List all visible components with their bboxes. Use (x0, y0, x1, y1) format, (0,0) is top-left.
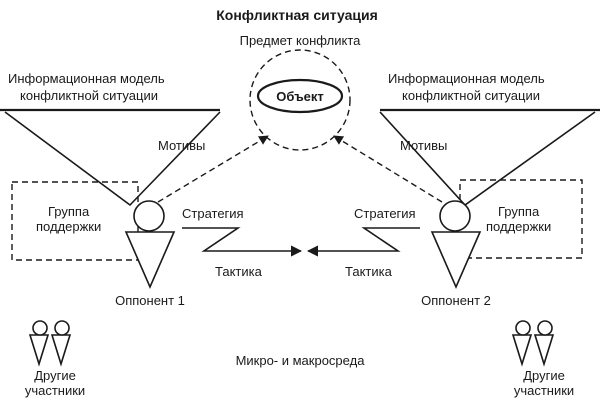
other-participants-left-line1: Другие (34, 368, 76, 383)
info-model-right-line1: Информационная модель (388, 71, 545, 86)
info-model-right-wedge (379, 111, 596, 207)
support-group-right-line2: поддержки (486, 219, 551, 234)
support-group-right-line1: Группа (498, 204, 540, 219)
info-model-left-line2: конфликтной ситуации (20, 88, 158, 103)
tactics-right-label: Тактика (345, 264, 393, 279)
other-participants-left-icon (28, 320, 72, 367)
object-label: Объект (276, 89, 324, 104)
environment-label: Микро- и макросреда (236, 353, 366, 368)
motives-right-label: Мотивы (400, 138, 447, 153)
opponent-1-body (124, 231, 176, 290)
support-group-left-line2: поддержки (36, 219, 101, 234)
opponent-2-label: Оппонент 2 (421, 293, 491, 308)
opponent-2-body (430, 231, 482, 290)
motives-left-arrow (157, 135, 269, 203)
motives-right-arrow (333, 135, 443, 203)
info-model-right-line2: конфликтной ситуации (402, 88, 540, 103)
conflict-subject-label: Предмет конфликта (240, 33, 362, 48)
opponent-1-head (133, 200, 165, 232)
strategy-right-label: Стратегия (354, 206, 416, 221)
diagram-title: Конфликтная ситуация (216, 7, 378, 23)
other-participants-right-line1: Другие (523, 368, 565, 383)
conflict-subject-circle (249, 49, 351, 151)
strategy-left-zigzag (182, 227, 250, 252)
opponent-2-head (439, 200, 471, 232)
opponent-1-label: Оппонент 1 (115, 293, 185, 308)
tactics-left-label: Тактика (215, 264, 263, 279)
motives-left-label: Мотивы (158, 138, 205, 153)
strategy-right-zigzag (352, 227, 420, 252)
support-group-left-line1: Группа (48, 204, 90, 219)
other-participants-left-line2: участники (25, 383, 85, 398)
strategy-left-label: Стратегия (182, 206, 244, 221)
info-model-left-line1: Информационная модель (8, 71, 165, 86)
other-participants-right-icon (511, 320, 555, 367)
info-model-left-wedge (4, 111, 221, 207)
other-participants-right-line2: участники (514, 383, 574, 398)
object-ellipse (256, 78, 344, 114)
